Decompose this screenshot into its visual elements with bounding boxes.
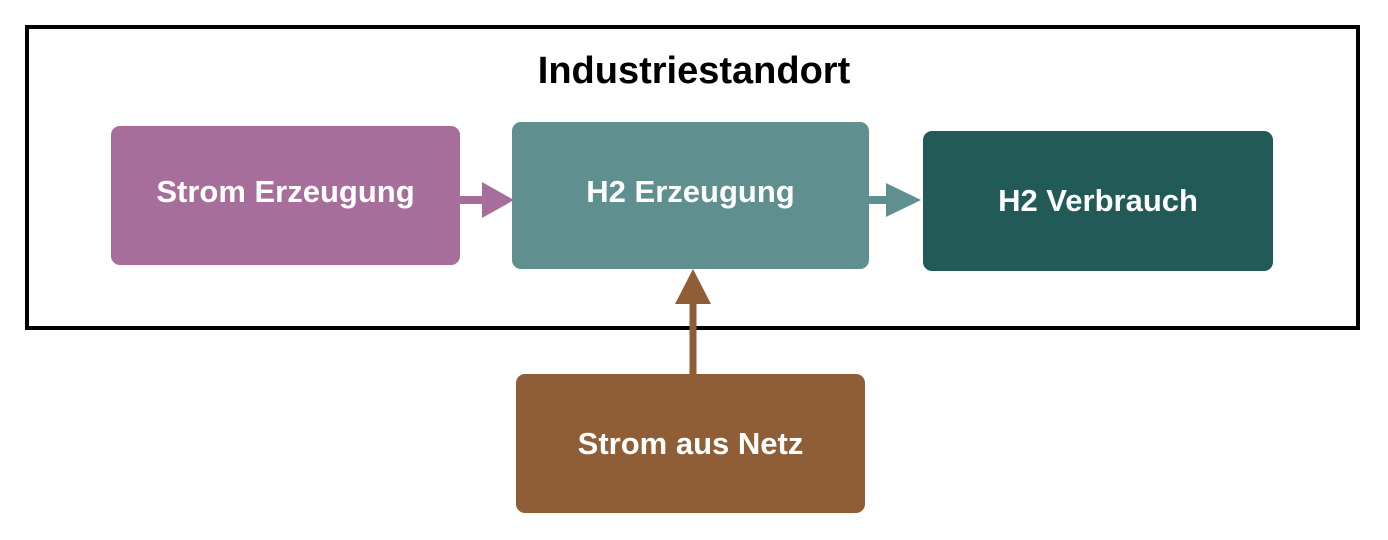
node-label: H2 Verbrauch — [998, 183, 1198, 218]
container-title: Industriestandort — [537, 50, 851, 92]
node-label: H2 Erzeugung — [586, 173, 795, 209]
node-strom-aus-netz: Strom aus Netz — [516, 374, 865, 513]
node-h2-verbrauch: H2 Verbrauch — [923, 131, 1273, 271]
node-label: Strom aus Netz — [577, 425, 804, 461]
node-strom-erzeugung: Strom Erzeugung — [111, 126, 460, 265]
node-h2-erzeugung: H2 Erzeugung — [512, 122, 869, 269]
node-label: Strom Erzeugung — [156, 173, 415, 209]
